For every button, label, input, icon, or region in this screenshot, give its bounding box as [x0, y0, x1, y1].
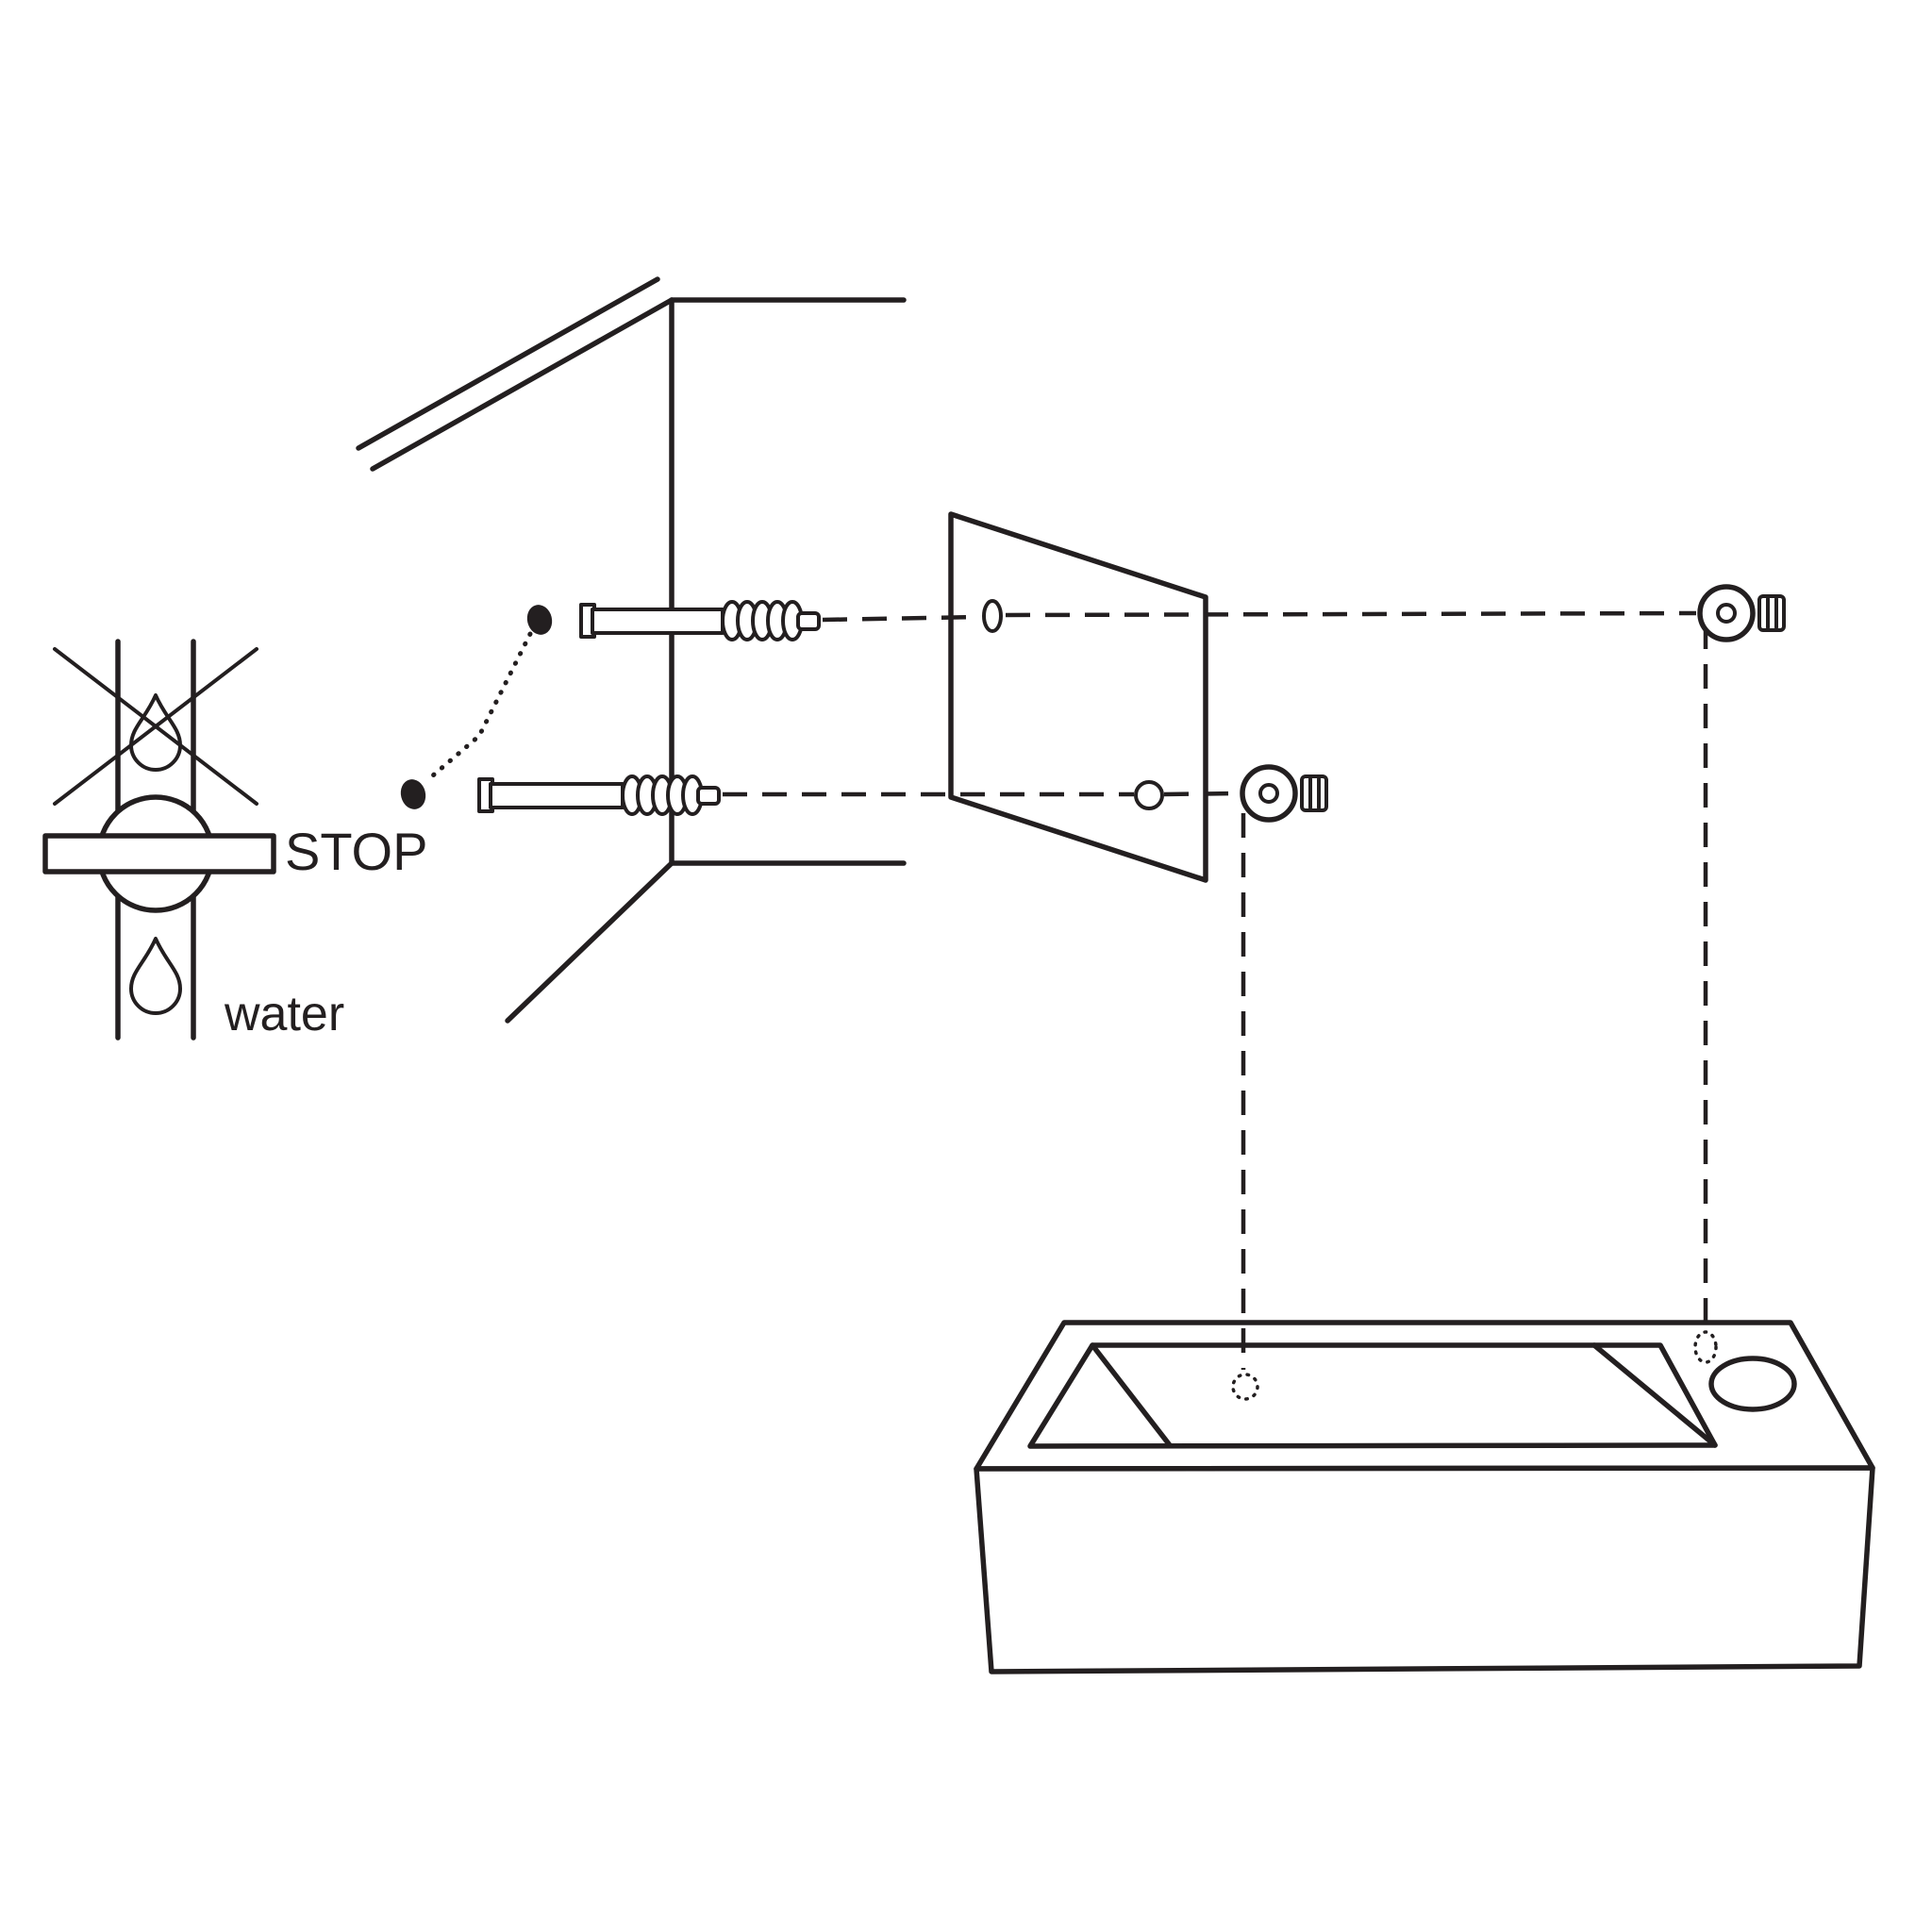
- sink-front-face: [974, 1465, 1875, 1674]
- mounting-mark-right: [1693, 1330, 1718, 1364]
- basin-slope-left: [1090, 1342, 1173, 1448]
- mounting-plate: [948, 511, 1208, 883]
- water-drop-icon: [129, 937, 182, 1015]
- wall-anchor-lower: [477, 774, 721, 816]
- sink-mounting-marks: [1231, 1330, 1718, 1401]
- washer-nut-lower: [1240, 764, 1328, 823]
- drill-hole-upper: [526, 605, 553, 635]
- alignment-dashed-lines: [723, 610, 1708, 1370]
- wall-anchor-upper: [579, 600, 821, 641]
- water-label: water: [224, 987, 344, 1041]
- drill-hole-lower: [400, 779, 426, 809]
- faucet-hole: [1708, 1356, 1797, 1412]
- plate-hole-upper: [982, 599, 1003, 633]
- washer-nut-upper: [1697, 584, 1786, 642]
- stop-label: STOP: [285, 822, 427, 881]
- wall-corner: [356, 276, 907, 1024]
- water-drop-icon: [129, 693, 182, 772]
- no-water-cross-icon: [53, 647, 258, 806]
- sink: [974, 1320, 1875, 1674]
- basin-slope-right: [1591, 1342, 1718, 1448]
- water-supply-stop-symbol: STOP water: [42, 639, 427, 1041]
- screw-tip: [796, 611, 821, 631]
- drill-holes: [400, 605, 553, 809]
- stop-valve-icon: [42, 794, 276, 913]
- screw-tip: [696, 786, 721, 806]
- dotted-pointer-line: [424, 631, 533, 784]
- plate-hole-lower: [1134, 780, 1164, 810]
- mounting-mark-left: [1231, 1373, 1259, 1401]
